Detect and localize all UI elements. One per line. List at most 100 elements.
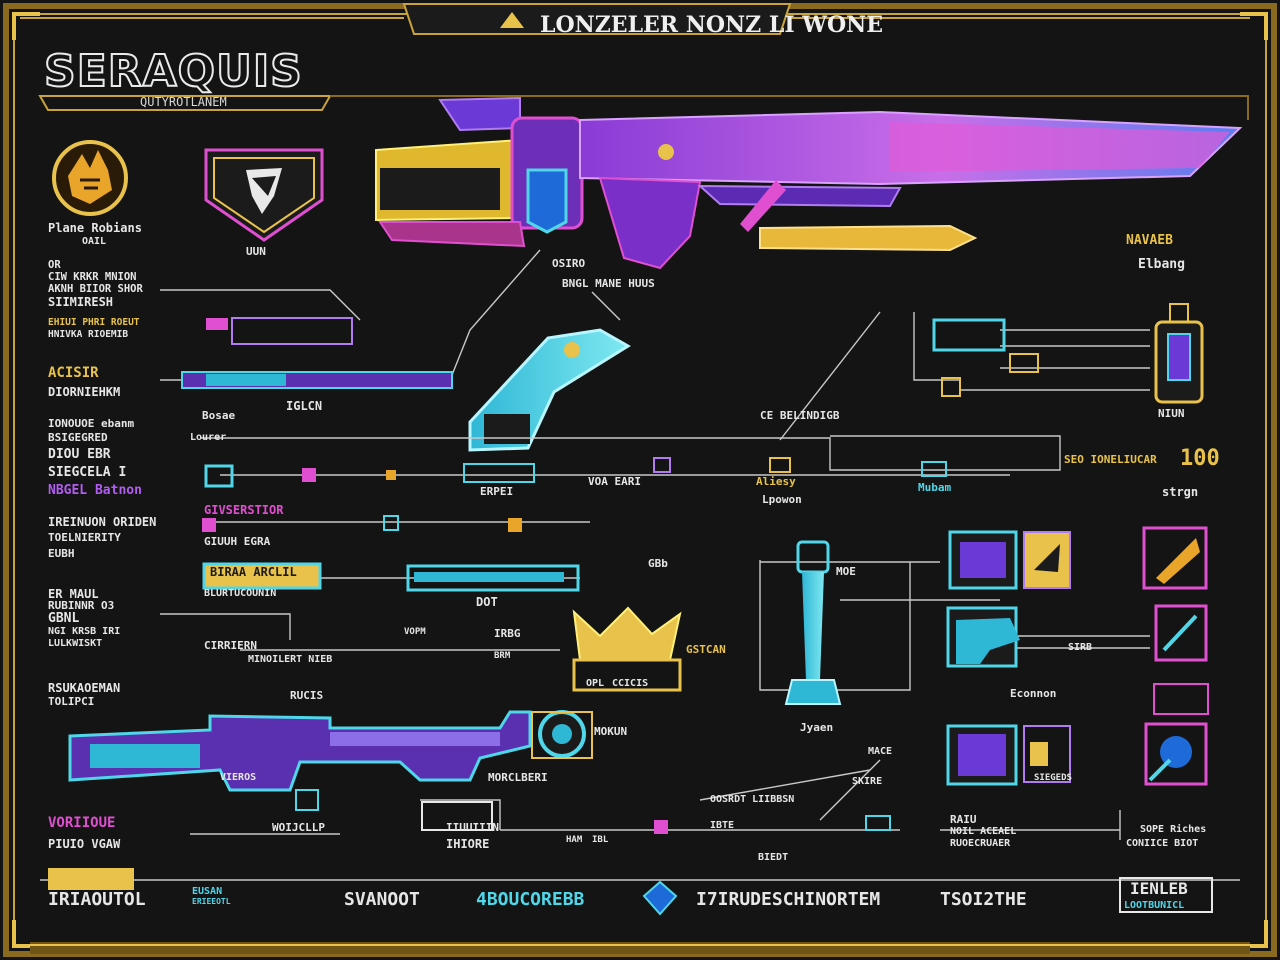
left-block-2-line-0: ACISIR xyxy=(48,365,99,381)
left-block-5-line-2: GBNL xyxy=(48,611,80,626)
left-block-3-line-3: SIEGCELA I xyxy=(48,465,127,480)
left-block-2-line-1: DIORNIEHKM xyxy=(48,385,121,399)
left-block-0-line-3: SIIMIRESH xyxy=(48,295,114,309)
bottom-item-3: I7IRUDESCHINORTEM xyxy=(696,889,881,910)
sirr-label: SIRB xyxy=(1068,642,1093,653)
left-block-4-line-2: EUBH xyxy=(48,547,75,560)
left-block-4-line-1: TOELNIERITY xyxy=(48,531,121,544)
banner-title: LONZELER NONZ LI WONE xyxy=(540,12,884,38)
bottom-item-0: IRIAOUTOL xyxy=(48,889,146,910)
left-block-5-line-0: ER MAUL xyxy=(48,587,99,601)
right-top-sub: Elbang xyxy=(1138,257,1185,272)
bottom-markers xyxy=(48,801,1213,916)
node-markers xyxy=(202,457,947,532)
left-block-3-line-1: BSIGEGRED xyxy=(48,431,108,444)
pillar-label: MOE xyxy=(836,565,856,578)
subtitle-ribbon xyxy=(38,95,332,111)
secondary-rifle-artwork xyxy=(181,317,453,389)
left-block-1-line-1: HNIVKA RIOEMIB xyxy=(48,329,129,340)
node2-tag: Aliesy xyxy=(756,475,796,488)
rail-tag: DOT xyxy=(476,595,498,609)
shield-label: UUN xyxy=(246,245,266,258)
node2-sub: Lpowon xyxy=(762,493,802,506)
left-block-6-line-1: TOLIPCI xyxy=(48,695,95,708)
bottom-item-4: TSOI2THE xyxy=(940,889,1027,910)
ir-tag: IRBG xyxy=(494,627,521,640)
scope-b-label: GIUUH EGRA xyxy=(204,535,271,548)
triangle-emblem-icon xyxy=(500,12,524,28)
bottom-small-left2: ERIEEOTL xyxy=(192,897,231,906)
right-bottom-f: CONIICE BIOT xyxy=(1126,838,1199,849)
bio-tag: ERPEI xyxy=(480,485,514,498)
crown-tag: CCICIS xyxy=(612,678,649,689)
node-tag: CE BELINDIGB xyxy=(760,409,840,422)
crown-label: GSTCAN xyxy=(686,643,726,656)
left-block-7-line-1: PIUIO VGAW xyxy=(48,837,121,851)
pillar-sub: Jyaen xyxy=(800,721,834,734)
mid-tag-e: BIEDT xyxy=(758,852,789,863)
crown-sub: OPL xyxy=(586,678,605,689)
weapon-plate-text: HAWZ xyxy=(392,179,445,204)
lourer-label: Lourer xyxy=(190,432,227,443)
left-block-7-line-0: VORIIOUE xyxy=(48,815,116,831)
left-block-0-line-2: AKNH BIIOR SHOR xyxy=(48,283,143,295)
canister-icon xyxy=(932,303,1204,404)
rail-tag-2: GBb xyxy=(648,557,668,570)
left-block-1-line-0: EHIUI PHRI ROEUT xyxy=(48,317,140,328)
right-bottom-e: SOPE Riches xyxy=(1140,824,1207,835)
icon-tiles xyxy=(946,526,1209,786)
mid-tag-a: MACE xyxy=(868,746,893,757)
left-block-0-line-1: CIW KRKR MNION xyxy=(48,271,137,283)
left-block-5-line-4: LULKWISKT xyxy=(48,638,103,649)
left-block-0-line-0: OR xyxy=(48,259,61,271)
bottom-item-2: 4BOUCOREBB xyxy=(476,889,585,910)
right-bottom-d: SIEGEDS xyxy=(1034,773,1072,783)
left-block-3-line-4: NBGEL Batnon xyxy=(48,483,142,498)
rifle-sub-b: MORCLBERI xyxy=(488,771,548,784)
gun2-sub: Bosae xyxy=(202,409,236,422)
mid-tag-d: IBTE xyxy=(710,820,735,831)
level-sub: strgn xyxy=(1162,485,1199,499)
emblem-label: Plane Robians xyxy=(48,221,142,235)
rifle-sub-c: WOIJCLLP xyxy=(272,821,325,834)
rifle-sub-d: IIUUIIIN xyxy=(446,821,499,834)
level-label: SEO IONELIUCAR xyxy=(1064,453,1157,466)
cannon-sub: MINOILERT NIEB xyxy=(248,654,333,665)
cannon-label: CIRRIERN xyxy=(204,639,257,652)
lion-emblem-icon xyxy=(52,140,128,216)
scope-a-label: GIVSERSTIOR xyxy=(204,503,284,517)
mid-tag-c: OOSRDT LIIBBSN xyxy=(710,794,795,805)
rifle-tag: MOKUN xyxy=(594,725,628,738)
header-banner xyxy=(20,3,1250,35)
emblem-sublabel: OAIL xyxy=(82,236,107,247)
level-value: 100 xyxy=(1180,446,1220,471)
left-block-3-line-2: DIOU EBR xyxy=(48,447,111,462)
rifle-sub-e: IHIORE xyxy=(446,837,490,851)
gun2-tag: IGLCN xyxy=(286,399,323,413)
bottom-small-right: LOOTBUNICL xyxy=(1124,900,1185,911)
rail-bars xyxy=(202,562,580,592)
left-block-5-line-3: NGI KRSB IRI xyxy=(48,626,121,637)
right-bottom-b: NOIL ACEAEL xyxy=(950,826,1017,837)
econnon-label: Econnon xyxy=(1010,687,1057,700)
hook-left-label: VOPM xyxy=(404,627,426,637)
right-bottom-c: RUOECRUAER xyxy=(950,838,1011,849)
right-bottom-a: RAIU xyxy=(950,813,977,826)
scope-d-label: BIRAA ARCLIL xyxy=(210,565,297,579)
game-logo: SERAQUIS xyxy=(43,45,303,98)
node3-tag: Mubam xyxy=(918,481,952,494)
rifle-sub-g: IBL xyxy=(592,835,609,845)
bottom-item-5: IENLEB xyxy=(1130,879,1188,898)
shield-emblem-icon xyxy=(204,148,324,242)
bottom-small-left: EUSAN xyxy=(192,886,223,897)
diamond-gem-icon xyxy=(642,880,678,916)
mid-tag-b: SKIRE xyxy=(852,776,883,787)
bottom-item-1: SVANOOT xyxy=(344,889,420,910)
weapon-callout-sub: BNGL MANE HUUS xyxy=(562,277,655,290)
hook-right-label: BRM xyxy=(494,651,511,661)
node-sub: VOA EARI xyxy=(588,475,641,488)
rifle-sub-a: VIEROS xyxy=(220,772,257,783)
main-rifle-artwork xyxy=(375,96,1243,270)
